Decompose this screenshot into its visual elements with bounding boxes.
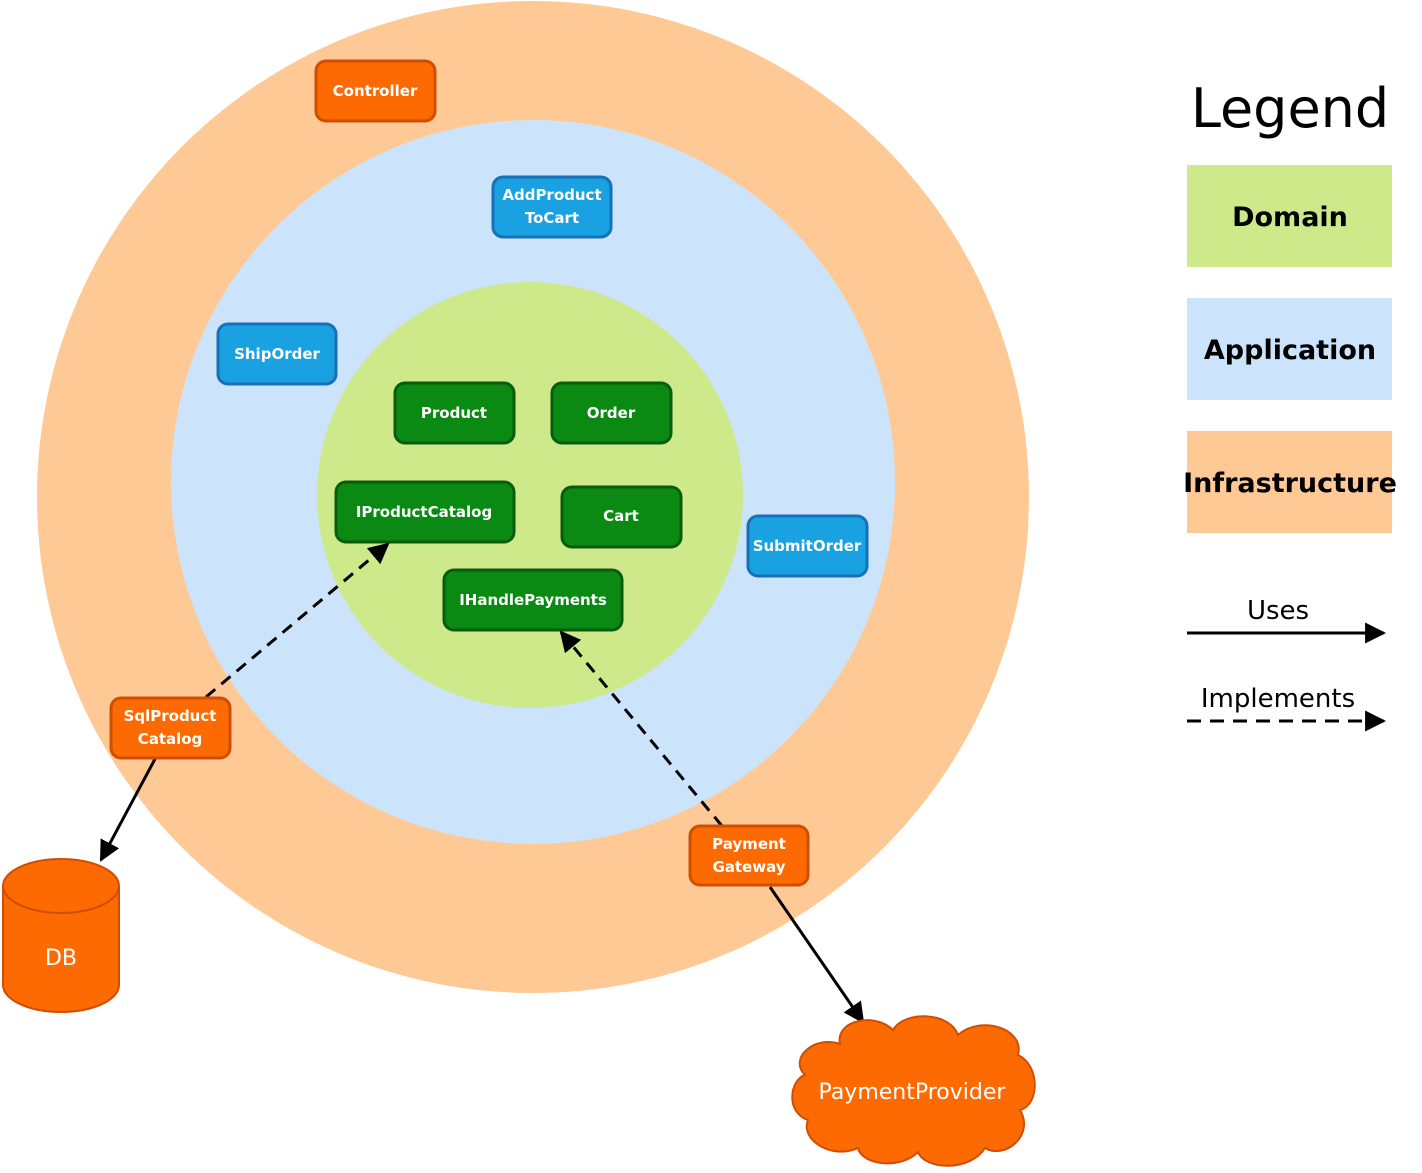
infrastructure-box-label-line1: Payment bbox=[712, 835, 786, 853]
legend-infrastructure-swatch bbox=[1187, 431, 1392, 533]
application-box-label-line1: AddProduct bbox=[502, 186, 601, 204]
domain-box-label: IProductCatalog bbox=[356, 503, 492, 521]
legend-application-swatch bbox=[1187, 298, 1392, 400]
domain-box-iproductcatalog: IProductCatalog bbox=[334, 480, 516, 544]
infrastructure-box-label-line2: Gateway bbox=[712, 858, 785, 876]
database-label: DB bbox=[45, 946, 77, 971]
implements-arrow-paymentgateway-to-ihandlepayments bbox=[559, 630, 724, 827]
domain-box-label: Order bbox=[587, 404, 636, 422]
application-box-label-line2: ToCart bbox=[525, 209, 579, 227]
application-box-label: SubmitOrder bbox=[753, 537, 862, 555]
application-box-shiporder: ShipOrder bbox=[216, 322, 338, 386]
infrastructure-box-label-line1: SqlProduct bbox=[124, 707, 217, 725]
legend-infrastructure-label: Infrastructure bbox=[1183, 468, 1397, 499]
legend-uses-label: Uses bbox=[1247, 596, 1309, 626]
cloud-icon: PaymentProvider bbox=[791, 1015, 1036, 1167]
domain-box-order: Order bbox=[550, 381, 673, 445]
infrastructure-box-paymentgateway: Payment Gateway bbox=[688, 824, 810, 887]
database-icon: DB bbox=[2, 858, 120, 1013]
infrastructure-box-controller: Controller bbox=[314, 59, 437, 123]
legend-title: Legend bbox=[1191, 77, 1389, 140]
domain-box-product: Product bbox=[393, 381, 516, 445]
infrastructure-box-label-line2: Catalog bbox=[138, 730, 203, 748]
domain-box-ihandlepayments: IHandlePayments bbox=[442, 568, 624, 632]
application-box-addproducttocart: AddProduct ToCart bbox=[491, 175, 613, 239]
uses-arrow-sqlproductcatalog-to-db bbox=[99, 758, 157, 862]
legend-domain-swatch bbox=[1187, 165, 1392, 267]
domain-box-label: IHandlePayments bbox=[459, 591, 607, 609]
domain-box-cart: Cart bbox=[560, 485, 683, 549]
uses-arrow-paymentgateway-to-paymentprovider bbox=[768, 886, 865, 1024]
legend-application-label: Application bbox=[1204, 335, 1376, 366]
infrastructure-box-label: Controller bbox=[333, 82, 418, 100]
legend-implements-label: Implements bbox=[1201, 684, 1355, 714]
domain-box-label: Cart bbox=[603, 507, 639, 525]
domain-box-label: Product bbox=[421, 404, 487, 422]
legend-domain-label: Domain bbox=[1232, 202, 1348, 233]
infrastructure-box-sqlproductcatalog: SqlProduct Catalog bbox=[109, 696, 232, 760]
legend: Legend Domain Application Infrastructure… bbox=[1183, 77, 1397, 732]
application-box-submitorder: SubmitOrder bbox=[746, 514, 869, 578]
application-box-label: ShipOrder bbox=[234, 345, 320, 363]
payment-provider-label: PaymentProvider bbox=[819, 1080, 1007, 1105]
